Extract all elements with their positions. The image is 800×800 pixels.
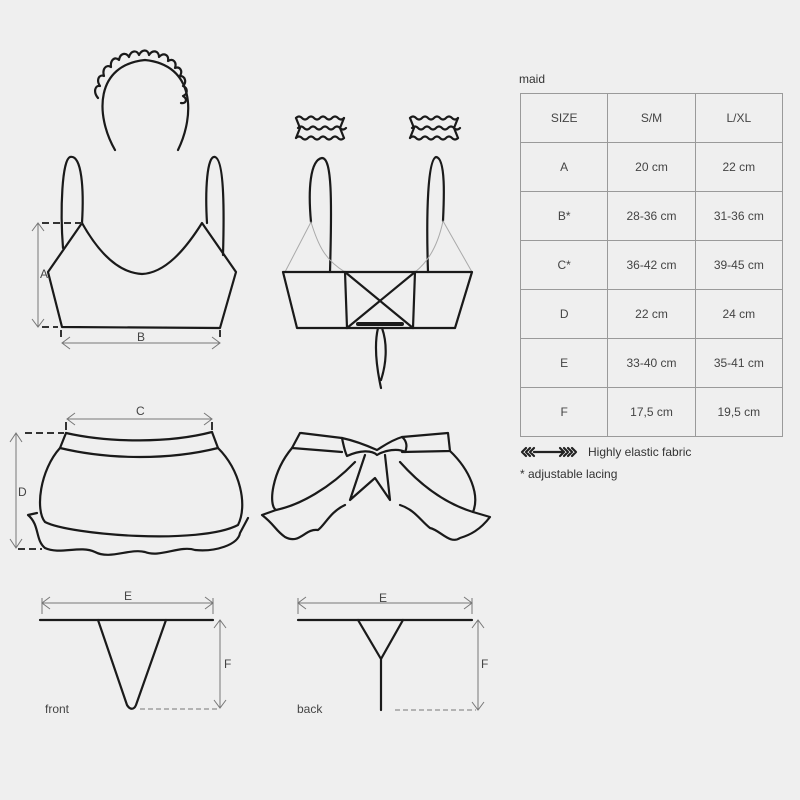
value-cell: 22 cm [607, 289, 696, 339]
back-skirt-drawing [260, 431, 492, 541]
table-row: B* 28-36 cm 31-36 cm [519, 191, 784, 241]
back-thong-drawing [296, 618, 474, 712]
value-cell: 19,5 cm [694, 387, 784, 437]
value-cell: 20 cm [607, 142, 696, 192]
value-cell: 28-36 cm [607, 191, 696, 241]
front-bra-drawing [46, 155, 238, 330]
value-cell: 17,5 cm [607, 387, 696, 437]
wrist-cuffs-icon [294, 115, 462, 141]
elastic-legend-label: Highly elastic fabric [588, 445, 692, 459]
dimension-label-f-front: F [224, 657, 231, 671]
dimension-lines [9, 222, 485, 711]
value-cell: 31-36 cm [694, 191, 784, 241]
dimension-label-c: C [136, 404, 145, 418]
table-row: F 17,5 cm 19,5 cm [519, 387, 784, 437]
lacing-note: * adjustable lacing [520, 467, 618, 481]
headband-icon [94, 49, 190, 152]
value-cell: 39-45 cm [694, 240, 784, 290]
size-table: SIZE S/M L/XL A 20 cm 22 cm B* 28-36 cm … [519, 93, 784, 437]
size-label-cell: C* [519, 240, 609, 290]
dimension-label-f-back: F [481, 657, 488, 671]
front-view-label: front [45, 702, 70, 716]
front-thong-drawing [38, 618, 215, 710]
back-view-label: back [297, 702, 323, 716]
value-cell: 24 cm [694, 289, 784, 339]
elastic-legend: Highly elastic fabric [520, 445, 691, 459]
table-row: A 20 cm 22 cm [519, 142, 784, 192]
table-row: C* 36-42 cm 39-45 cm [519, 240, 784, 290]
elastic-arrow-icon [520, 446, 578, 458]
table-row: E 33-40 cm 35-41 cm [519, 338, 784, 388]
size-label-cell: F [519, 387, 609, 437]
dimension-label-a: A [40, 267, 48, 281]
header-cell: SIZE [519, 93, 609, 143]
front-skirt-drawing [26, 430, 250, 556]
size-label-cell: E [519, 338, 609, 388]
dimension-label-e-front: E [124, 589, 132, 603]
header-cell: L/XL [694, 93, 784, 143]
table-header-row: SIZE S/M L/XL [519, 93, 784, 143]
value-cell: 36-42 cm [607, 240, 696, 290]
dimension-label-b: B [137, 330, 145, 344]
size-label-cell: A [519, 142, 609, 192]
value-cell: 35-41 cm [694, 338, 784, 388]
dimension-label-e-back: E [379, 591, 387, 605]
size-label-cell: D [519, 289, 609, 339]
table-row: D 22 cm 24 cm [519, 289, 784, 339]
dimension-label-d: D [18, 485, 27, 499]
value-cell: 33-40 cm [607, 338, 696, 388]
size-label-cell: B* [519, 191, 609, 241]
back-bra-drawing [281, 155, 474, 390]
product-title: maid [519, 72, 546, 86]
header-cell: S/M [607, 93, 696, 143]
value-cell: 22 cm [694, 142, 784, 192]
